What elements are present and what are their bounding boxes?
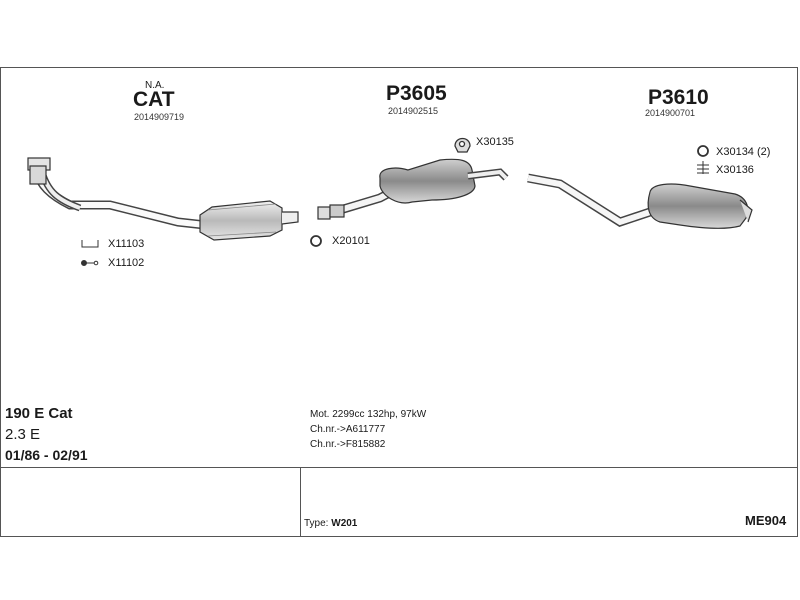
ring-gasket-icon	[310, 235, 322, 247]
spec-motor: Mot. 2299cc 132hp, 97kW	[310, 409, 427, 420]
vehicle-years: 01/86 - 02/91	[5, 447, 88, 463]
mid-part-name: P3605	[386, 82, 447, 105]
vehicle-model: 190 E Cat	[5, 405, 73, 422]
divider-vertical	[300, 467, 301, 536]
spec-type-label: Type:	[304, 518, 329, 529]
divider-horizontal	[1, 467, 798, 468]
vehicle-engine: 2.3 E	[5, 426, 41, 443]
diagram-frame	[0, 67, 798, 537]
hanger-icon	[454, 137, 471, 153]
ref-x11102: X11102	[108, 257, 145, 269]
diagram-code: ME904	[745, 513, 787, 528]
bolt-icon	[81, 260, 99, 266]
ref-x30136: X30136	[716, 164, 754, 176]
rear-part-name: P3610	[648, 86, 709, 109]
cat-part-code: 2014909719	[134, 112, 185, 122]
ring-hanger-icon	[697, 145, 709, 157]
spec-type: Type: W201	[304, 518, 357, 529]
rear-silencer-assembly	[527, 173, 753, 229]
middle-silencer-assembly	[317, 158, 509, 220]
ref-x30135: X30135	[476, 136, 514, 148]
clamp-icon	[81, 240, 99, 248]
cat-note: N.A.	[145, 80, 165, 91]
cat-part-name: CAT	[133, 88, 175, 111]
mid-part-code: 2014902515	[388, 106, 439, 116]
bracket-icon	[697, 161, 709, 174]
ref-x30134: X30134 (2)	[716, 146, 771, 158]
spec-type-value: W201	[331, 518, 358, 529]
ref-x11103: X11103	[108, 238, 145, 250]
catalyst-assembly	[27, 157, 299, 241]
spec-chassis-from: Ch.nr.->A611777	[310, 424, 386, 435]
ref-x20101: X20101	[332, 235, 370, 247]
rear-part-code: 2014900701	[645, 108, 696, 118]
spec-chassis-to: Ch.nr.->F815882	[310, 439, 386, 450]
